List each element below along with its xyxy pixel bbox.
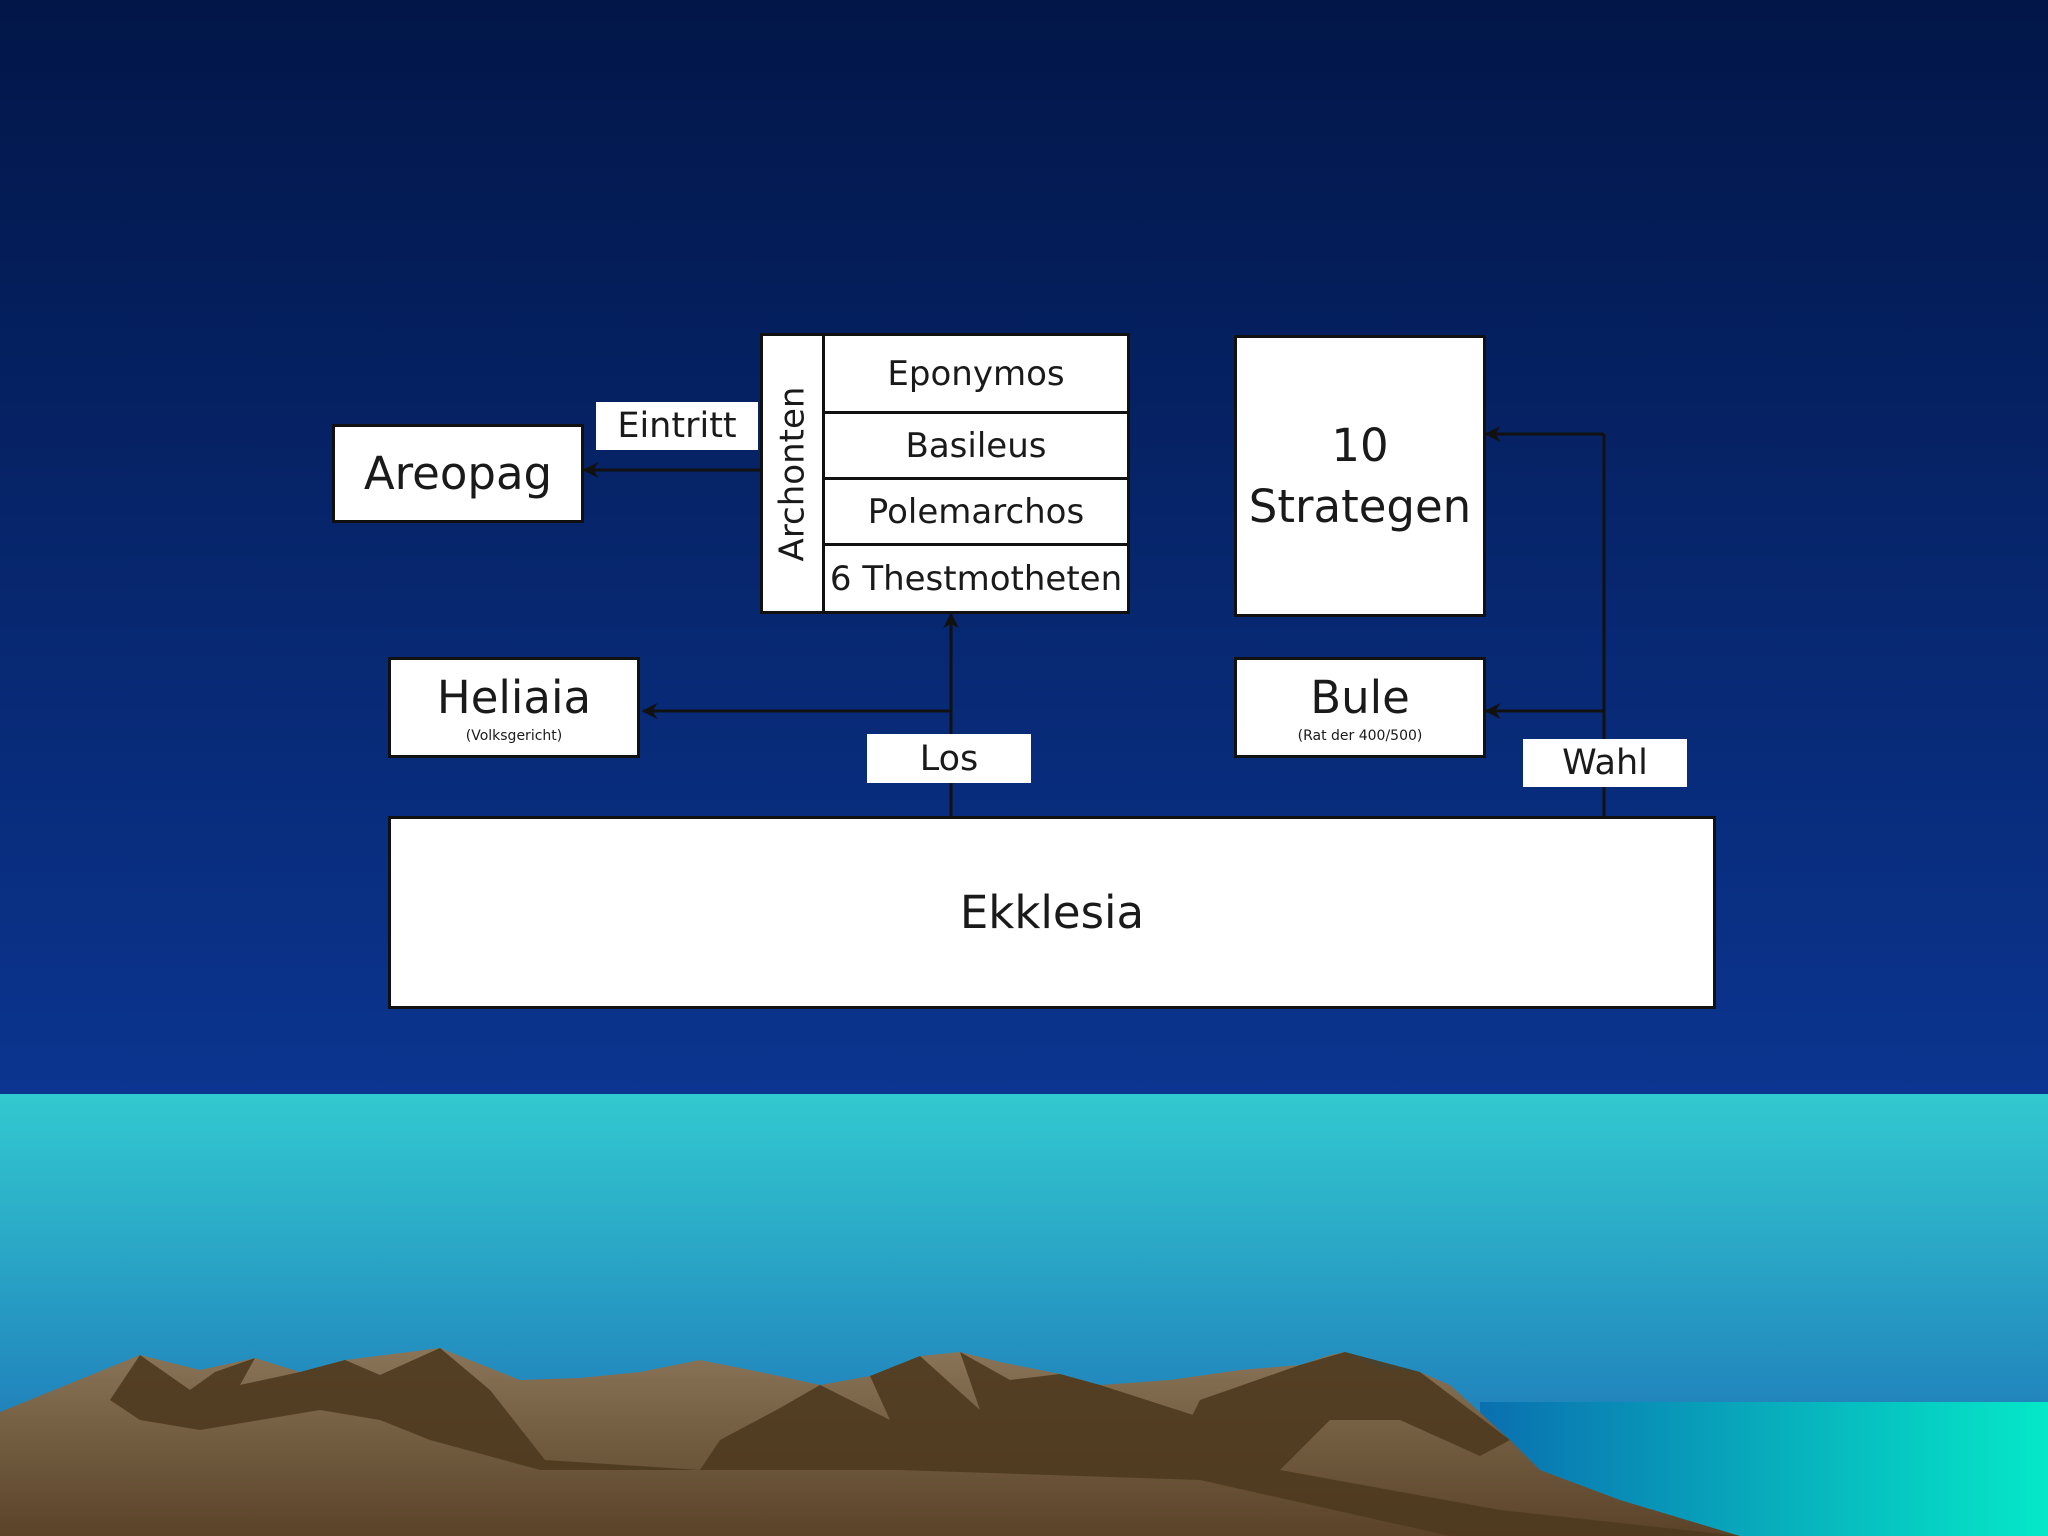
strategen-number: 10	[1331, 419, 1389, 472]
areopag-box: Areopag	[332, 424, 584, 523]
thesmotheten-row: 6 Thestmotheten	[829, 558, 1123, 599]
wahl-label: Wahl	[1523, 739, 1687, 787]
strategen-label: Strategen	[1248, 480, 1472, 533]
polemarchos-row: Polemarchos	[825, 480, 1127, 546]
bule-sublabel: (Rat der 400/500)	[1297, 728, 1423, 744]
los-label: Los	[867, 734, 1031, 783]
bule-box: Bule (Rat der 400/500)	[1234, 657, 1486, 758]
archonten-box: Archonten Eponymos Basileus Polemarchos …	[760, 333, 1130, 614]
heliaia-label: Heliaia	[436, 671, 592, 724]
ekklesia-label: Ekklesia	[959, 886, 1145, 939]
heliaia-sublabel: (Volksgericht)	[465, 728, 563, 744]
heliaia-box: Heliaia (Volksgericht)	[388, 657, 640, 758]
areopag-label: Areopag	[363, 447, 553, 500]
basileus-row: Basileus	[825, 414, 1127, 480]
bule-label: Bule	[1310, 671, 1410, 724]
eponymos-row: Eponymos	[825, 336, 1127, 414]
strategen-box: 10 Strategen	[1234, 335, 1486, 617]
archonten-label: Archonten	[772, 386, 813, 561]
ekklesia-box: Ekklesia	[388, 816, 1716, 1009]
mountain-shadow	[110, 1348, 1740, 1536]
eintritt-label: Eintritt	[596, 402, 758, 450]
archonten-side-label: Archonten	[763, 336, 825, 611]
